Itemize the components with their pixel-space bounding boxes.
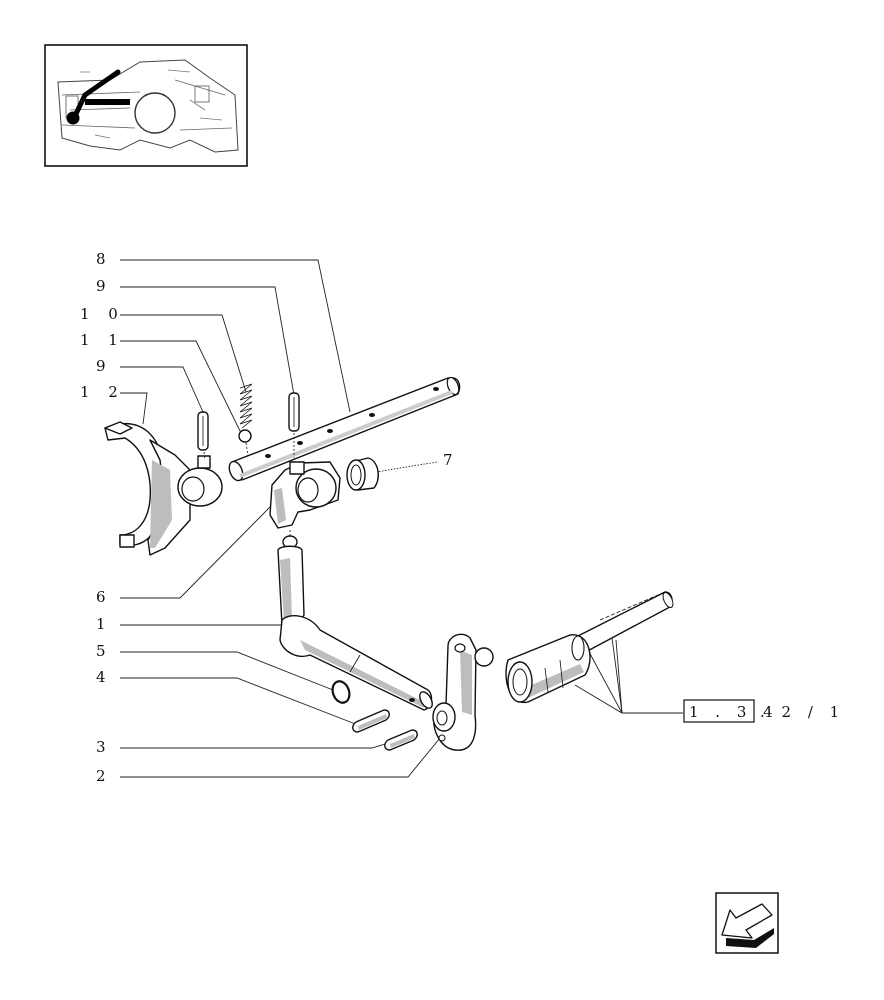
part-6-selector-block <box>269 461 341 540</box>
part-11-detent-ball <box>238 429 252 457</box>
callout-2: 2 <box>96 767 113 785</box>
callout-8: 8 <box>96 250 113 268</box>
part-9-roll-pin-left <box>197 411 209 461</box>
part-12-shift-fork <box>104 421 223 556</box>
previous-page-arrow-icon[interactable] <box>715 892 779 954</box>
reference-linkage-assembly <box>505 591 674 703</box>
part-10-spring <box>239 383 253 429</box>
part-2-external-lever <box>432 633 494 751</box>
callout-9: 9 <box>96 277 113 295</box>
location-thumbnail[interactable] <box>44 44 248 167</box>
callout-5: 5 <box>96 642 113 660</box>
part-1-lever-shaft <box>277 535 433 711</box>
part-8-selector-shaft <box>228 376 461 482</box>
callout-1: 1 <box>96 615 113 633</box>
callout-6: 6 <box>96 588 113 606</box>
cross-reference-label[interactable]: 1 . 3 4 . 2 / 1 <box>683 699 845 723</box>
callout-12: 1 2 <box>80 383 125 401</box>
leader-lines <box>120 259 683 778</box>
part-5-o-ring <box>331 680 351 704</box>
callout-10: 1 0 <box>80 305 125 323</box>
part-3-pin <box>384 729 418 751</box>
callout-9-second: 9 <box>96 357 113 375</box>
reference-suffix-text: . 2 / 1 <box>760 703 845 721</box>
callout-4: 4 <box>96 668 113 686</box>
callout-11: 1 1 <box>80 331 125 349</box>
reference-boxed-text: 1 . 3 4 <box>689 703 779 721</box>
part-4-pin <box>352 709 390 733</box>
callout-labels: 8 9 1 0 1 1 9 1 2 7 6 1 5 4 3 2 <box>80 250 460 785</box>
highlight-lever-icon <box>66 69 130 125</box>
part-7-bushing <box>346 457 379 491</box>
callout-7: 7 <box>443 451 460 469</box>
callout-3: 3 <box>96 738 113 756</box>
part-9-roll-pin-right <box>288 392 300 458</box>
